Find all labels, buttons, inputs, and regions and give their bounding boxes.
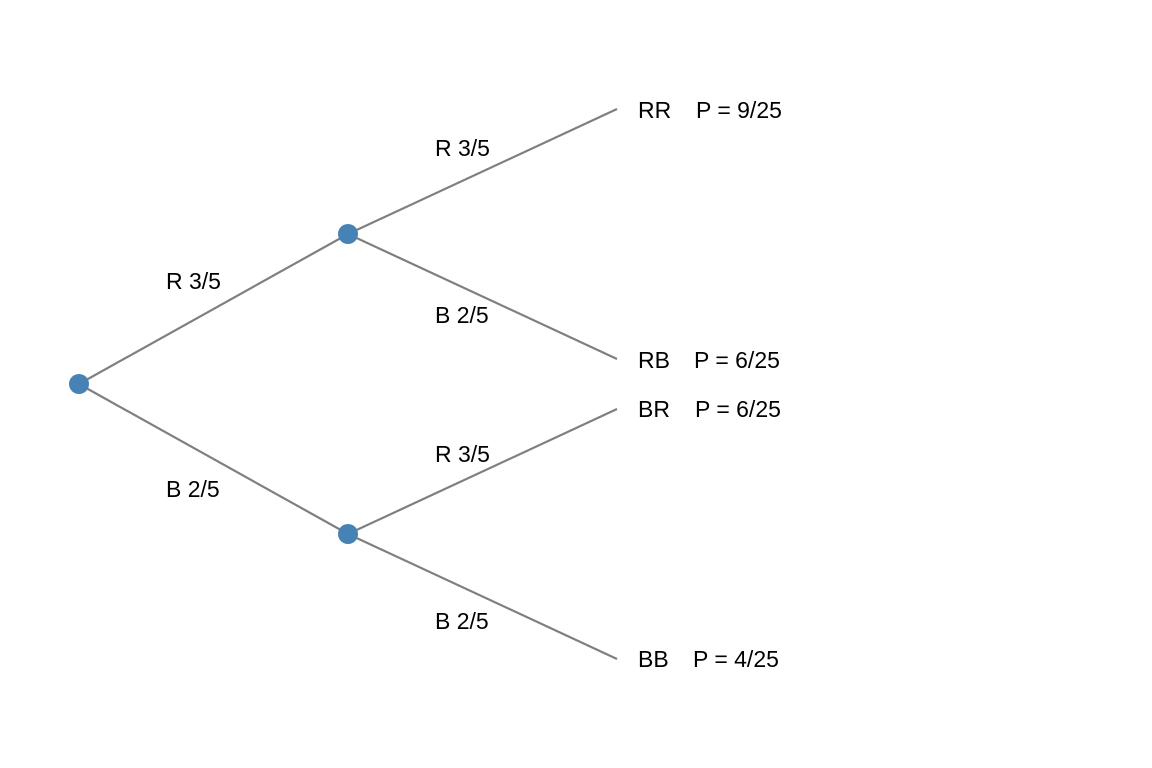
branch-label-second-rr: R 3/5 xyxy=(435,135,490,161)
node-b xyxy=(338,524,358,544)
outcome-br-name: BR xyxy=(638,396,670,422)
branch-root-to-b xyxy=(78,383,349,535)
branch-label-first-r: R 3/5 xyxy=(166,268,221,294)
outcome-bb-name: BB xyxy=(638,646,669,672)
branch-r-to-rr xyxy=(347,108,618,235)
branch-r-to-rb xyxy=(347,233,618,360)
branch-b-to-br xyxy=(347,408,618,535)
branch-b-to-bb xyxy=(347,533,618,660)
outcome-rb-prob: P = 6/25 xyxy=(694,347,780,373)
root-node xyxy=(69,374,89,394)
branch-label-second-rb: B 2/5 xyxy=(435,302,489,328)
branch-label-second-br: R 3/5 xyxy=(435,441,490,467)
outcome-br-prob: P = 6/25 xyxy=(695,396,781,422)
node-r xyxy=(338,224,358,244)
branch-label-first-b: B 2/5 xyxy=(166,476,220,502)
outcome-rr-prob: P = 9/25 xyxy=(696,97,782,123)
branch-root-to-r xyxy=(78,233,349,385)
outcome-rr-name: RR xyxy=(638,97,671,123)
branch-label-second-bb: B 2/5 xyxy=(435,608,489,634)
outcome-bb-prob: P = 4/25 xyxy=(693,646,779,672)
outcome-rb-name: RB xyxy=(638,347,670,373)
